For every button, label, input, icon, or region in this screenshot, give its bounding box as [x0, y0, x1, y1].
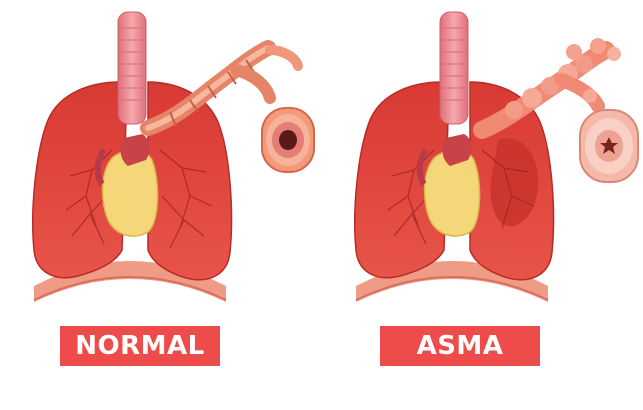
normal-lungs-illustration — [0, 0, 321, 320]
asthma-label-box: ASMA — [380, 326, 540, 366]
trachea — [440, 12, 468, 124]
asthma-panel: ASMA — [322, 0, 643, 410]
trachea — [118, 12, 146, 124]
normal-panel: NORMAL — [0, 0, 321, 410]
asthma-label: ASMA — [417, 331, 504, 361]
asthma-airway-cross-section — [580, 110, 638, 182]
normal-airway-cross-section — [262, 108, 314, 172]
normal-label: NORMAL — [75, 331, 204, 361]
normal-label-box: NORMAL — [60, 326, 220, 366]
asthma-lungs-illustration — [322, 0, 643, 320]
